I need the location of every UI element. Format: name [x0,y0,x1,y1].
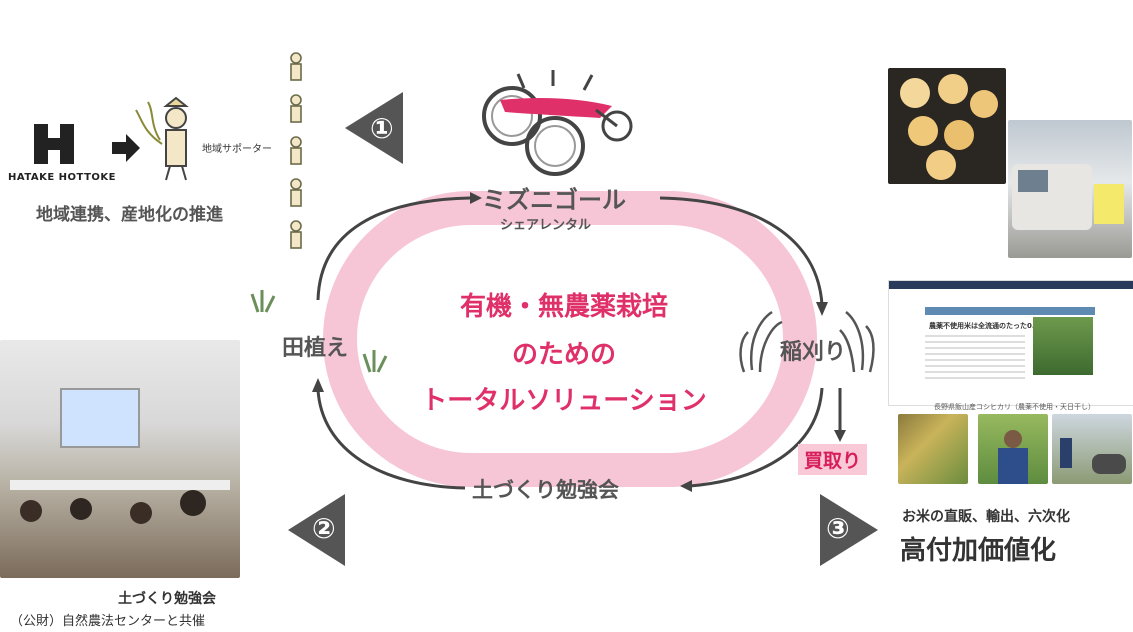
high-value-caption: 高付加価値化 [900,536,1057,566]
arrow-bottom-left [316,389,466,490]
farmer-photo [978,414,1048,484]
triangle-step-3 [820,494,878,566]
regional-cooperation-caption: 地域連携、産地化の推進 [36,205,223,225]
mizunigoal-label: ミズニゴール [482,186,626,214]
step-1-number: ① [370,112,394,145]
supporter-figure-illustration [135,96,189,181]
pink-ring [323,191,817,487]
triangle-step-1 [345,92,403,164]
bread-photo [888,68,1006,184]
rice-plant-icon-left [739,310,783,373]
doc-headline: 農薬不使用米は全流通のたった0.06% [929,322,1052,330]
direct-sales-caption: お米の直販、輸出、六次化 [902,509,1070,525]
center-title-line3: トータルソリューション [421,386,707,416]
center-title-line2: のための [511,340,616,370]
kei-truck-photo [1008,120,1132,258]
arrow-top-left [316,196,471,301]
organic-rice-document: 農薬不使用米は全流通のたった0.06% [888,280,1133,406]
soil-study-label: 土づくり勉強会 [472,478,619,502]
triangle-step-2 [288,494,345,566]
step-3-number: ③ [826,512,850,545]
rice-harvest-label: 稲刈り [780,340,847,365]
center-title-line1: 有機・無農薬栽培 [459,292,668,322]
arrow-top-right [659,196,824,306]
seedling-icon-right [362,350,388,373]
seminar-photo [0,340,240,578]
share-rental-label: シェアレンタル [500,218,592,233]
rice-field-aerial-photo [898,414,968,484]
rice-planting-label: 田植え [282,336,349,361]
step-2-number: ② [312,512,336,545]
mizunigoal-machine-illustration [482,70,633,176]
rice-plant-icon-right [839,311,875,373]
arrow-right-icon [112,134,140,162]
seminar-caption-line1: 土づくり勉強会 [118,591,216,607]
group-machine-photo [1052,414,1132,484]
supporter-figures-column [290,52,302,249]
doc-subcaption: 長野県飯山産コシヒカリ（農薬不使用・天日干し） [934,403,1095,411]
seminar-caption-line2: （公財）自然農法センターと共催 [10,614,206,629]
hatake-hottoke-logo-icon [34,124,74,164]
purchase-badge: 買取り [798,444,868,475]
arrow-bottom-right [689,387,824,488]
logo-text: HATAKE HOTTOKE [8,172,117,183]
supporter-label: 地域サポーター [202,144,272,155]
seedling-icon-left [250,290,276,313]
